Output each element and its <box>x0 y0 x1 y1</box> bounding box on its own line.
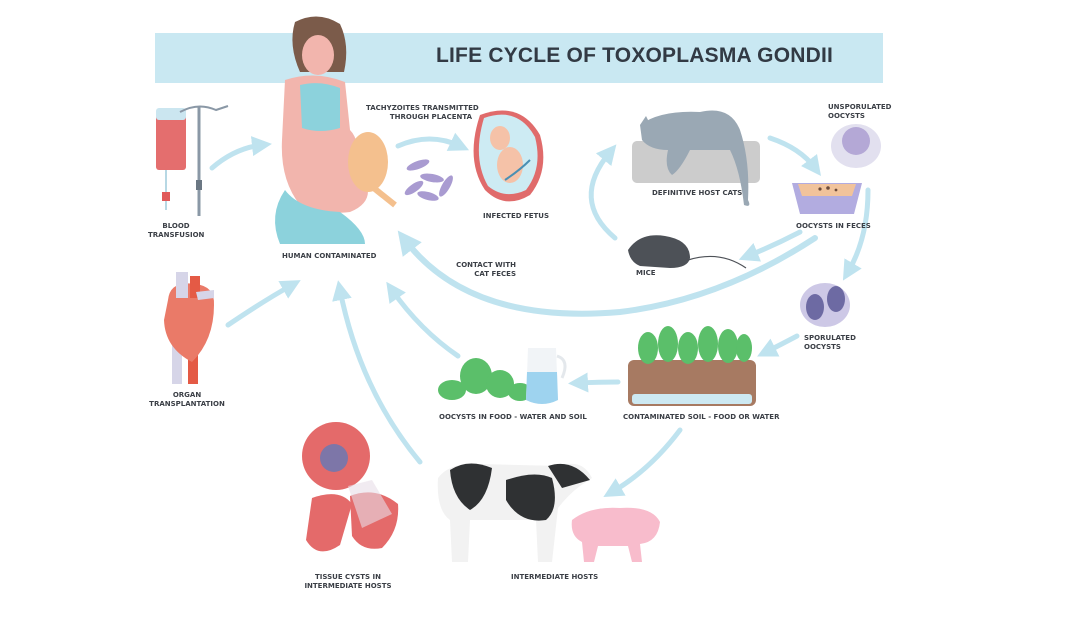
label-unsporulated-oocysts: UNSPORULATED OOCYSTS <box>828 103 891 121</box>
cow-pig-icon <box>437 463 660 562</box>
label-line: BLOOD <box>162 222 190 230</box>
soil-vegetables-icon <box>628 326 756 406</box>
label-contaminated-soil: CONTAMINATED SOIL - FOOD OR WATER <box>623 413 780 421</box>
label-intermediate-hosts: INTERMEDIATE HOSTS <box>511 573 599 581</box>
label-line: INTERMEDIATE HOSTS <box>304 582 392 590</box>
label-line: TISSUE CYSTS IN <box>314 573 381 581</box>
label-line: SPORULATED <box>804 334 856 342</box>
label-line: UNSPORULATED <box>828 103 892 111</box>
arrow-mice-to-cat <box>588 144 618 241</box>
arrow-human-to-fetus <box>395 132 470 151</box>
label-oocysts-in-food: OOCYSTS IN FOOD - WATER AND SOIL <box>439 413 587 421</box>
arrow-soil-to-hosts <box>603 427 683 498</box>
label-definitive-host-cats: DEFINITIVE HOST CATS <box>652 189 743 197</box>
sporulated-oocyst-icon <box>800 283 850 327</box>
arrow-organ-to-human <box>225 280 301 328</box>
label-line: CONTACT WITH <box>456 261 516 269</box>
arrow-soil-to-food <box>568 372 621 393</box>
label-oocysts-in-feces: OOCYSTS IN FECES <box>796 222 871 230</box>
label-line: ORGAN <box>172 391 202 399</box>
label-contact-cat-feces: CONTACT WITH CAT FECES <box>440 261 516 279</box>
label-mice: MICE <box>636 269 656 277</box>
unsporulated-oocyst-icon <box>831 124 881 168</box>
heart-icon <box>164 272 215 384</box>
arrow-transfusion-to-human <box>209 136 272 171</box>
arrow-cat-to-feces <box>767 135 822 176</box>
arrow-hosts-to-human <box>332 280 423 465</box>
vegetables-water-jug-icon <box>438 348 567 404</box>
label-line: CAT FECES <box>474 270 516 278</box>
arrow-food-to-human <box>386 281 461 359</box>
arrow-feces-to-sporulated <box>842 187 871 281</box>
arrow-cat-feces-to-human <box>397 230 818 317</box>
pregnant-woman-with-cat-icon <box>275 16 397 244</box>
meat-tissue-cyst-icon <box>302 422 399 552</box>
arrow-sporulated-to-soil <box>757 333 800 357</box>
title-band <box>155 33 883 83</box>
label-sporulated-oocysts: SPORULATED OOCYSTS <box>804 334 856 352</box>
cat-icon <box>632 110 760 206</box>
label-organ-transplantation: ORGAN TRANSPLANTATION <box>146 391 228 409</box>
mouse-icon <box>628 235 747 269</box>
label-human-contaminated: HUMAN CONTAMINATED <box>282 252 377 260</box>
label-line: OOCYSTS <box>804 343 841 351</box>
tachyzoites-icon <box>404 159 453 201</box>
label-tachyzoites: TACHYZOITES TRANSMITTED THROUGH PLACENTA <box>366 104 479 122</box>
litter-box-icon <box>792 183 862 214</box>
label-line: THROUGH PLACENTA <box>389 113 472 121</box>
arrow-feces-to-mice <box>738 229 803 262</box>
label-blood-transfusion: BLOOD TRANSFUSION <box>148 222 204 240</box>
diagram-title: LIFE CYCLE OF TOXOPLASMA GONDII <box>436 44 834 67</box>
label-line: OOCYSTS <box>828 112 865 120</box>
fetus-icon <box>473 110 544 202</box>
label-tissue-cysts: TISSUE CYSTS IN INTERMEDIATE HOSTS <box>304 573 392 591</box>
label-line: TRANSPLANTATION <box>149 400 225 408</box>
label-line: TACHYZOITES TRANSMITTED <box>366 104 479 112</box>
iv-blood-bag-icon <box>156 105 229 216</box>
label-infected-fetus: INFECTED FETUS <box>483 212 550 220</box>
label-line: TRANSFUSION <box>148 231 205 239</box>
